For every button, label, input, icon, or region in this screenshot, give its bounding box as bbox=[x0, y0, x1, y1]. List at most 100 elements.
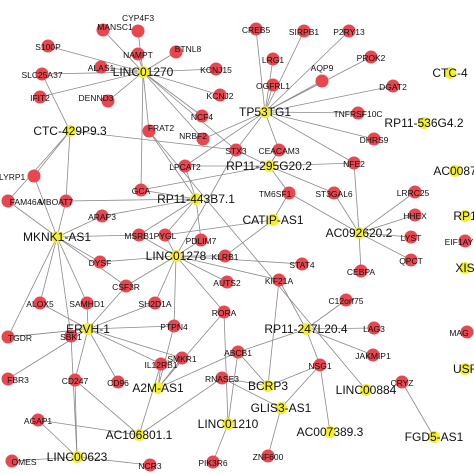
hub-node[interactable] bbox=[51, 231, 63, 243]
hub-node[interactable] bbox=[275, 402, 287, 414]
hub-node[interactable] bbox=[267, 214, 279, 226]
gene-node[interactable] bbox=[5, 454, 19, 468]
hub-node[interactable] bbox=[353, 227, 365, 239]
gene-node[interactable] bbox=[408, 185, 422, 199]
gene-node[interactable] bbox=[119, 279, 133, 293]
gene-node[interactable] bbox=[35, 67, 49, 81]
gene-node[interactable] bbox=[131, 24, 145, 38]
gene-node[interactable] bbox=[364, 50, 378, 64]
gene-node[interactable] bbox=[64, 329, 78, 343]
gene-node[interactable] bbox=[178, 159, 192, 173]
gene-node[interactable] bbox=[272, 273, 286, 287]
gene-node[interactable] bbox=[282, 186, 296, 200]
hub-node[interactable] bbox=[444, 67, 456, 79]
gene-node[interactable] bbox=[327, 186, 341, 200]
gene-node[interactable] bbox=[354, 264, 368, 278]
hub-node[interactable] bbox=[64, 125, 76, 137]
hub-node[interactable] bbox=[360, 384, 372, 396]
gene-node[interactable] bbox=[131, 47, 145, 61]
hub-node[interactable] bbox=[263, 160, 275, 172]
gene-node[interactable] bbox=[217, 305, 231, 319]
gene-node[interactable] bbox=[249, 22, 263, 36]
gene-node[interactable] bbox=[167, 319, 181, 333]
gene-node[interactable] bbox=[175, 351, 189, 365]
gene-node[interactable] bbox=[229, 143, 243, 157]
gene-node[interactable] bbox=[272, 143, 286, 157]
gene-node[interactable] bbox=[347, 156, 361, 170]
gene-node[interactable] bbox=[148, 296, 162, 310]
gene-node[interactable] bbox=[351, 106, 365, 120]
gene-node[interactable] bbox=[313, 358, 327, 372]
hub-node[interactable] bbox=[170, 250, 182, 262]
gene-node[interactable] bbox=[27, 169, 41, 183]
gene-node[interactable] bbox=[460, 325, 474, 339]
hub-node[interactable] bbox=[300, 323, 312, 335]
hub-node[interactable] bbox=[459, 210, 471, 222]
gene-node[interactable] bbox=[195, 109, 209, 123]
gene-node[interactable] bbox=[31, 413, 45, 427]
gene-node[interactable] bbox=[95, 209, 109, 223]
gene-node[interactable] bbox=[1, 372, 15, 386]
hub-node[interactable] bbox=[259, 106, 271, 118]
gene-node[interactable] bbox=[395, 375, 409, 389]
hub-node[interactable] bbox=[82, 323, 94, 335]
hub-node[interactable] bbox=[190, 193, 202, 205]
gene-node[interactable] bbox=[68, 373, 82, 387]
gene-node[interactable] bbox=[143, 458, 157, 472]
hub-node[interactable] bbox=[459, 363, 471, 375]
gene-node[interactable] bbox=[1, 330, 15, 344]
gene-node[interactable] bbox=[94, 60, 108, 74]
gene-node[interactable] bbox=[111, 375, 125, 389]
gene-node[interactable] bbox=[196, 132, 210, 146]
gene-node[interactable] bbox=[295, 257, 309, 271]
hub-node[interactable] bbox=[71, 451, 83, 463]
hub-node[interactable] bbox=[133, 429, 145, 441]
gene-node[interactable] bbox=[339, 293, 353, 307]
gene-node[interactable] bbox=[408, 208, 422, 222]
gene-node[interactable] bbox=[218, 249, 232, 263]
gene-node[interactable] bbox=[33, 296, 47, 310]
gene-node[interactable] bbox=[96, 23, 110, 37]
hub-node[interactable] bbox=[152, 382, 164, 394]
gene-node[interactable] bbox=[142, 124, 156, 138]
hub-node[interactable] bbox=[324, 426, 336, 438]
gene-node[interactable] bbox=[93, 255, 107, 269]
gene-node[interactable] bbox=[458, 234, 472, 248]
hub-node[interactable] bbox=[459, 262, 471, 274]
gene-node[interactable] bbox=[101, 94, 115, 108]
hub-node[interactable] bbox=[262, 380, 274, 392]
hub-node[interactable] bbox=[428, 431, 440, 443]
gene-node[interactable] bbox=[209, 62, 223, 76]
gene-node[interactable] bbox=[206, 455, 220, 469]
gene-node[interactable] bbox=[231, 345, 245, 359]
hub-node[interactable] bbox=[137, 66, 149, 78]
hub-node[interactable] bbox=[222, 418, 234, 430]
gene-node[interactable] bbox=[59, 194, 73, 208]
gene-node[interactable] bbox=[215, 371, 229, 385]
gene-node[interactable] bbox=[33, 90, 47, 104]
gene-node[interactable] bbox=[220, 275, 234, 289]
gene-node[interactable] bbox=[297, 24, 311, 38]
gene-node[interactable] bbox=[134, 183, 148, 197]
gene-node[interactable] bbox=[261, 449, 275, 463]
gene-node[interactable] bbox=[41, 39, 55, 53]
gene-node[interactable] bbox=[158, 228, 172, 242]
gene-node[interactable] bbox=[1, 194, 15, 208]
gene-node[interactable] bbox=[266, 52, 280, 66]
gene-node[interactable] bbox=[367, 321, 381, 335]
hub-node[interactable] bbox=[449, 165, 461, 177]
gene-node[interactable] bbox=[366, 348, 380, 362]
gene-node[interactable] bbox=[194, 233, 208, 247]
gene-node[interactable] bbox=[132, 228, 146, 242]
gene-node[interactable] bbox=[404, 253, 418, 267]
gene-node[interactable] bbox=[213, 88, 227, 102]
gene-node[interactable] bbox=[154, 357, 168, 371]
gene-node[interactable] bbox=[169, 45, 183, 59]
gene-node[interactable] bbox=[367, 132, 381, 146]
gene-node[interactable] bbox=[386, 79, 400, 93]
gene-node[interactable] bbox=[80, 296, 94, 310]
gene-node[interactable] bbox=[342, 24, 356, 38]
gene-node[interactable] bbox=[315, 74, 329, 88]
gene-node[interactable] bbox=[404, 230, 418, 244]
hub-node[interactable] bbox=[418, 117, 430, 129]
